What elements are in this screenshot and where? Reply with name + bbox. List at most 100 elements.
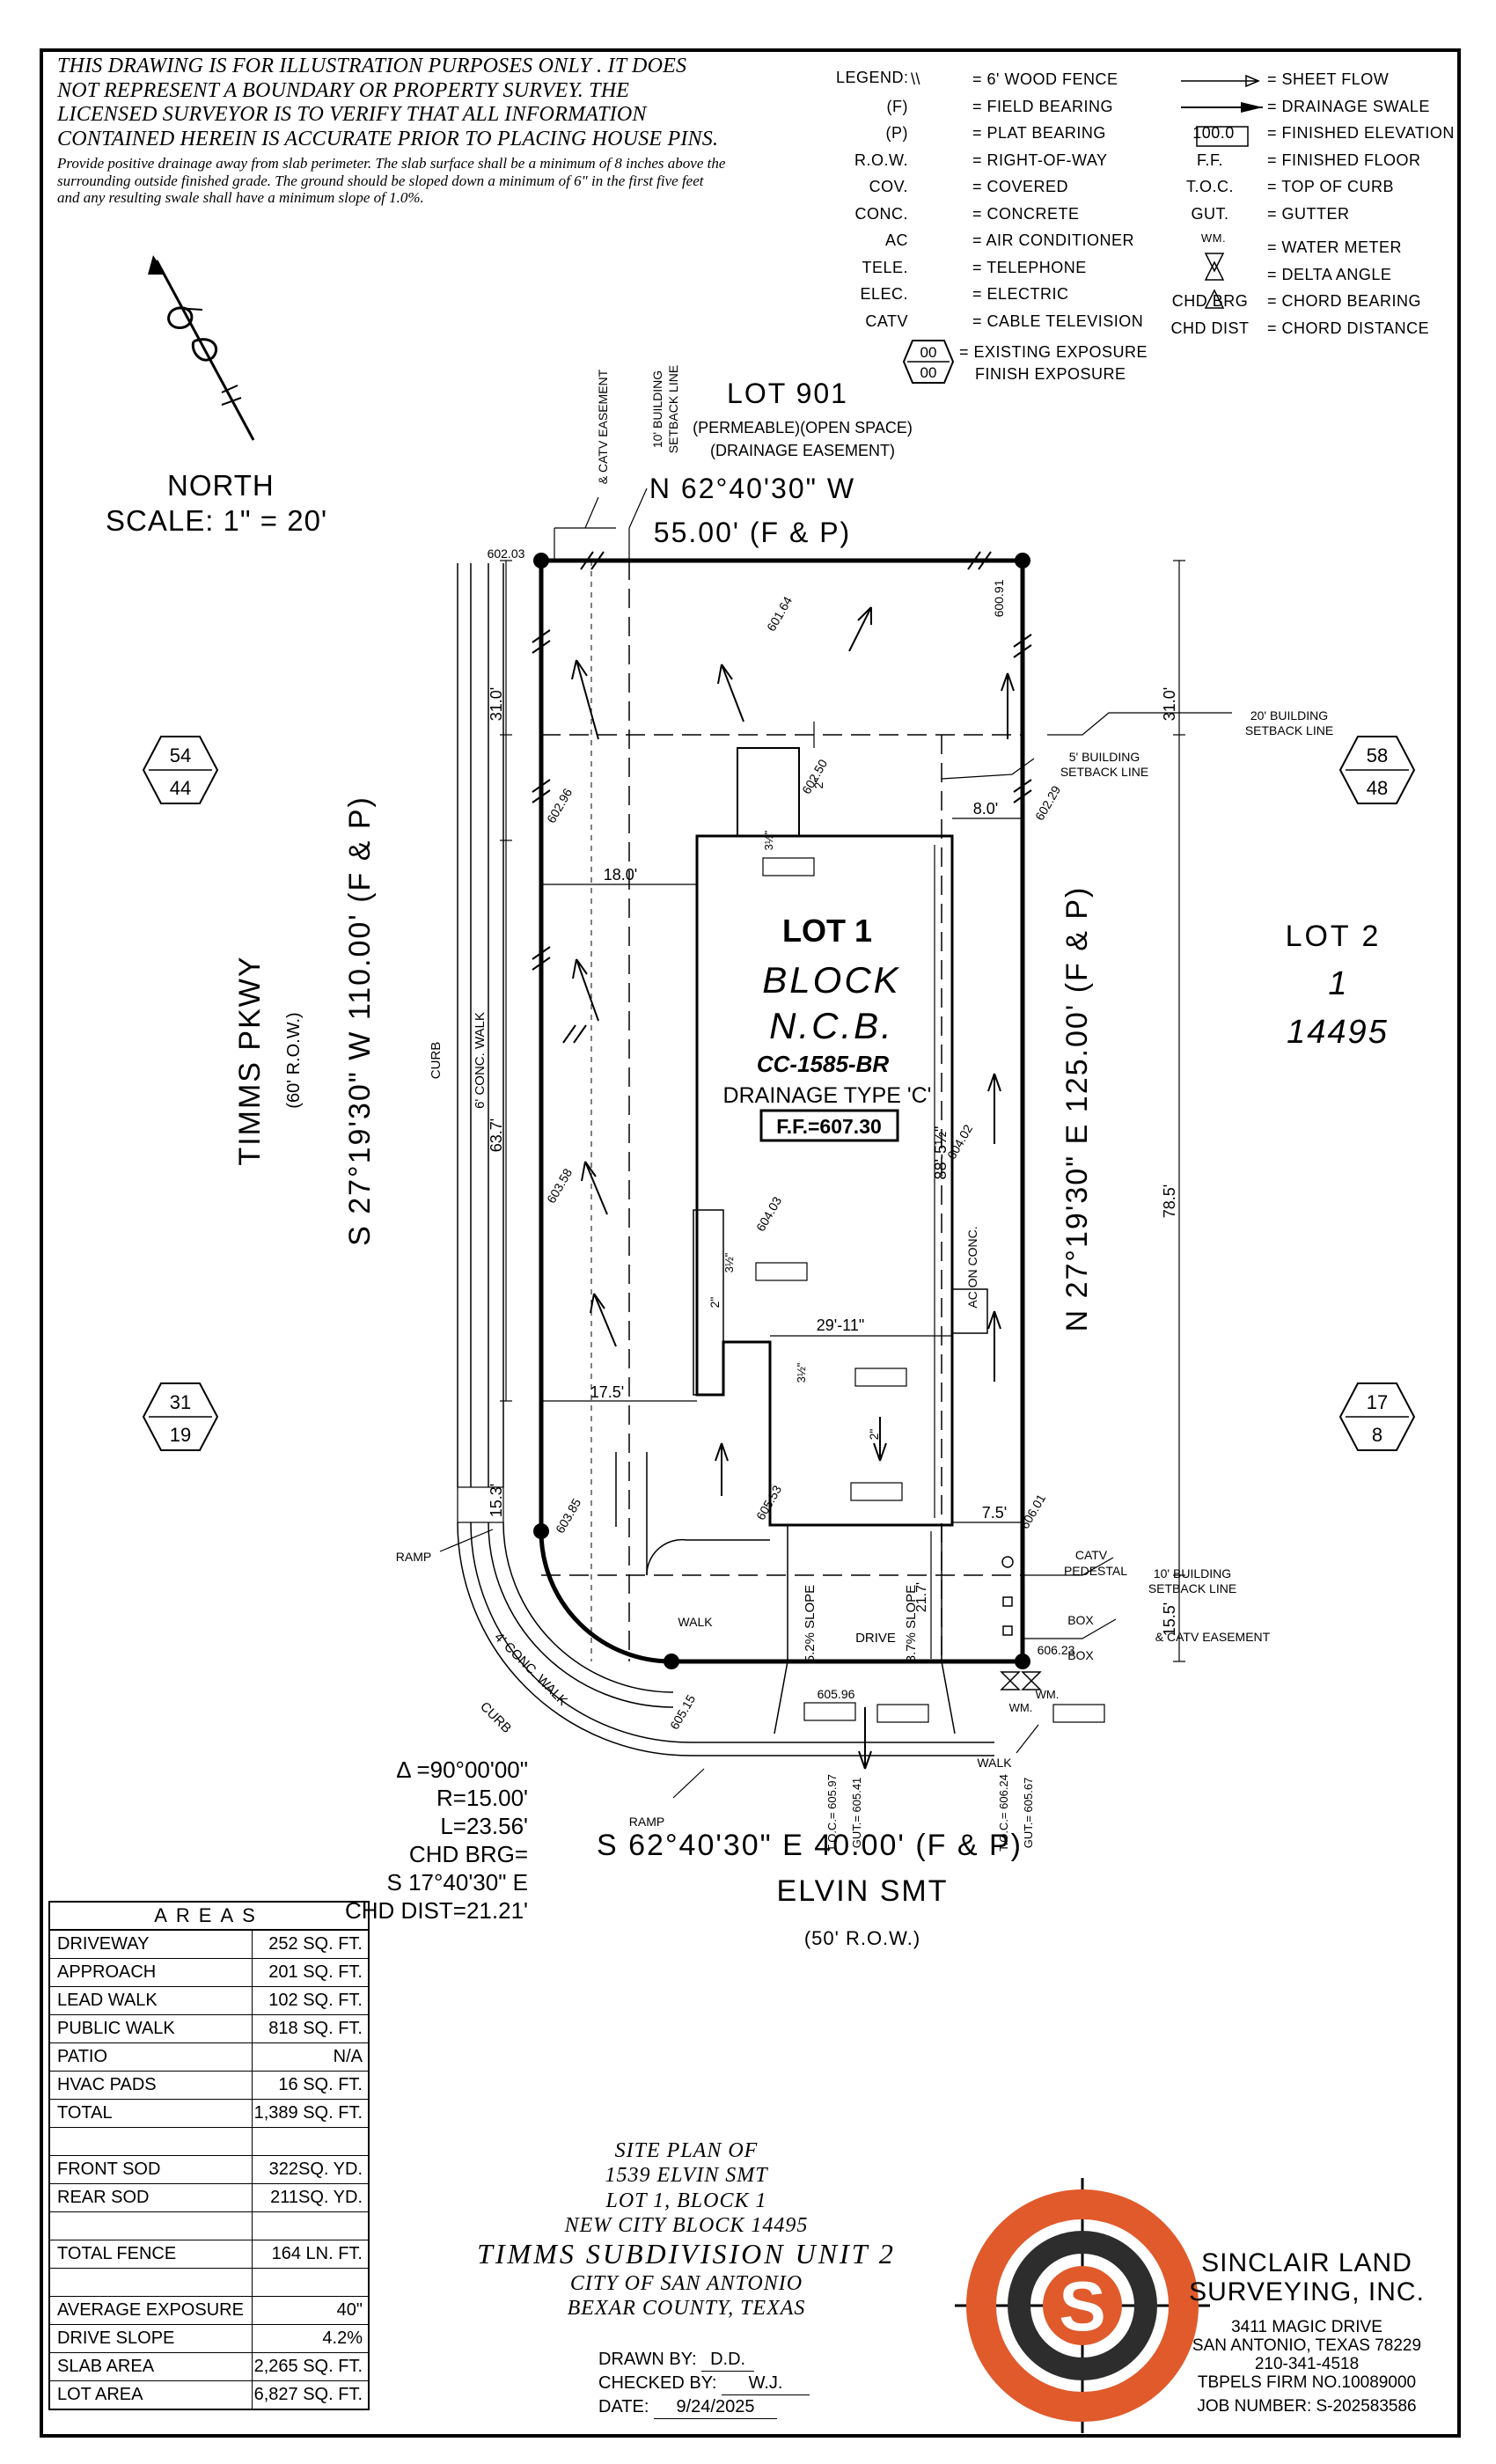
plan-label: 17.5'	[590, 1383, 624, 1401]
legend-label: = CHORD BEARING	[1267, 292, 1422, 310]
plan-label: SETBACK LINE	[1148, 1581, 1236, 1595]
company-logo-icon: S	[955, 2178, 1210, 2433]
legend-key: \\	[911, 70, 921, 88]
fence-marks	[532, 551, 1032, 1044]
areas-key: PUBLIC WALK	[50, 2015, 253, 2042]
conc-ramp	[457, 1486, 504, 1523]
drawn-label: DRAWN BY:	[598, 2350, 697, 2369]
legend-label: = 6' WOOD FENCE	[972, 70, 1118, 88]
plan-label: R=15.00'	[436, 1785, 528, 1811]
logo-letter: S	[1059, 2267, 1105, 2345]
legend-label: = DELTA ANGLE	[1267, 265, 1392, 283]
legend-label: = EXISTING EXPOSURE	[959, 343, 1148, 361]
plan-label: CHD DIST=21.21'	[345, 1897, 528, 1924]
exposure-finish: 19	[170, 1424, 191, 1446]
plan-label: WM.	[1036, 1688, 1060, 1701]
water-meter-icon	[1021, 1671, 1042, 1690]
top-bearing: N 62°40'30" W	[649, 473, 855, 504]
plan-label: SETBACK LINE	[1245, 723, 1333, 737]
legend-key: CONC.	[854, 204, 908, 223]
plan-label: 31.0'	[488, 687, 505, 721]
legend-label: = TOP OF CURB	[1267, 178, 1395, 195]
disclaimer-line: NOT REPRESENT A BOUNDARY OR PROPERTY SUR…	[57, 78, 630, 102]
drawn-block: DRAWN BY: D.D. CHECKED BY: W.J. DATE: 9/…	[598, 2348, 810, 2419]
exposure-finish: 8	[1372, 1424, 1382, 1446]
exposure-finish: 48	[1367, 777, 1388, 799]
plan-label: 88'-5½"	[932, 1126, 950, 1180]
plan-label: 15.3'	[488, 1484, 505, 1517]
drawn-by: D.D.	[701, 2348, 755, 2372]
legend-label: = FIELD BEARING	[972, 97, 1114, 115]
water-meter-icon	[1204, 253, 1225, 281]
plan-label: 1	[1328, 965, 1346, 1002]
plan-label: 21.7'	[914, 1582, 929, 1612]
drainage-note: Provide positive drainage away from slab…	[57, 155, 726, 207]
areas-key: APPROACH	[50, 1959, 253, 1986]
exposure-marker-icon	[142, 1382, 219, 1451]
date: 9/24/2025	[653, 2395, 777, 2419]
areas-key: TOTAL	[50, 2100, 253, 2127]
plan-label: 78.5'	[1161, 1184, 1178, 1218]
pin-icon	[533, 1523, 549, 1539]
plan-label: 29'-11"	[817, 1316, 865, 1334]
plan-label: WM.	[1009, 1701, 1033, 1714]
areas-spacer	[50, 2128, 368, 2156]
legend-key: F.F.	[1196, 150, 1223, 169]
plan-label: WALK	[678, 1615, 713, 1629]
title-line: 1539 ELVIN SMT	[605, 2164, 768, 2188]
exposure-bottom: 00	[920, 364, 937, 381]
disclaimer-line: LICENSED SURVEYOR IS TO VERIFY THAT ALL …	[57, 103, 647, 127]
areas-key: HVAC PADS	[50, 2072, 253, 2099]
areas-value: 4.2%	[322, 2328, 363, 2348]
ac-pad	[951, 1288, 988, 1334]
street-row: (50' R.O.W.)	[804, 1927, 920, 1949]
legend-label: FINISH EXPOSURE	[975, 365, 1126, 383]
ncb-label: N.C.B.	[769, 1005, 894, 1046]
legend-key: 100.0	[1192, 124, 1235, 142]
plan-label: 2"	[708, 1297, 722, 1309]
scale-label: SCALE: 1" = 20'	[106, 504, 328, 537]
areas-title: AREAS	[50, 1903, 368, 1931]
plan-label: 602.29	[1032, 783, 1063, 823]
plan-label: BOX	[1067, 1648, 1094, 1662]
pin-icon	[1015, 1654, 1030, 1669]
legend-key: T.O.C.	[1185, 178, 1234, 195]
pin-icon	[533, 553, 549, 568]
exposure-top: 00	[920, 344, 937, 361]
plan-label: 600.91	[992, 579, 1006, 617]
areas-spacer	[50, 2269, 368, 2297]
plan-label: 602.03	[488, 546, 525, 561]
plan-label: 31.0'	[1161, 687, 1178, 721]
legend-label: = DRAINAGE SWALE	[1267, 97, 1430, 115]
areas-value: 2,265 SQ. FT.	[253, 2357, 363, 2376]
legend-label: = FINISHED ELEVATION	[1267, 124, 1455, 142]
bottom-bearing: S 62°40'30" E 40.00' (F & P)	[597, 1829, 1023, 1862]
legend-key: AC	[884, 231, 908, 249]
plan-label: 605.96	[818, 1687, 855, 1701]
title-line: CITY OF SAN ANTONIO	[569, 2272, 803, 2295]
plan-label: PEDESTAL	[1064, 1564, 1127, 1578]
plan-label: T.O.C.= 605.97	[825, 1774, 839, 1852]
date-label: DATE:	[598, 2397, 649, 2416]
exposure-marker-icon	[1338, 1382, 1416, 1451]
areas-value: N/A	[333, 2047, 363, 2066]
covered-porch-side	[693, 1209, 724, 1396]
catv-pedestal-icon	[1001, 1556, 1014, 1568]
legend-label: = COVERED	[972, 178, 1069, 195]
left-bearing: S 27°19'30" W 110.00' (F & P)	[343, 796, 377, 1246]
elevation-box	[755, 1262, 808, 1281]
plan-label: 605.15	[667, 1692, 698, 1732]
legend-key: (F)	[886, 97, 908, 115]
lot-901-label: LOT 901	[727, 378, 848, 409]
exposure-marker-icon	[1338, 736, 1416, 804]
plan-label: L=23.56'	[440, 1813, 528, 1839]
plan-label: SETBACK LINE	[1060, 765, 1148, 779]
exposure-hex-icon: 00 00	[902, 340, 955, 384]
title-line: NEW CITY BLOCK 14495	[564, 2213, 809, 2237]
disclaimer-line: CONTAINED HEREIN IS ACCURATE PRIOR TO PL…	[57, 127, 719, 150]
north-arrow-icon	[148, 255, 255, 441]
street-elvin: ELVIN SMT	[777, 1874, 949, 1908]
att-box-icon	[1002, 1596, 1013, 1607]
